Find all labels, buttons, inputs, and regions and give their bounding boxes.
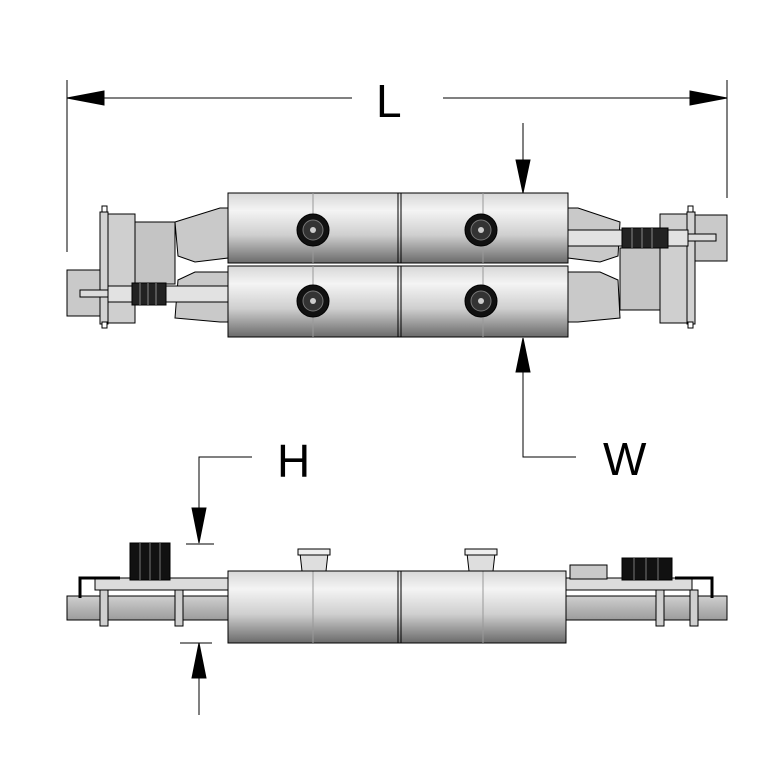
right-flange xyxy=(686,211,696,325)
top-view xyxy=(66,80,728,458)
width-arrow-bottom xyxy=(515,337,531,373)
left-pipe-side xyxy=(78,576,120,598)
width-label: W xyxy=(603,433,647,485)
height-arrow-bottom xyxy=(191,642,207,679)
right-base-duct xyxy=(565,595,728,621)
length-label: L xyxy=(376,75,402,127)
left-base-flange-2 xyxy=(174,589,184,627)
right-burner-coil xyxy=(621,227,669,249)
height-leader xyxy=(198,456,252,508)
height-label: H xyxy=(277,435,311,487)
fan-icon xyxy=(296,213,330,247)
left-burner-rail xyxy=(107,285,229,303)
right-box xyxy=(619,247,661,311)
left-transition-top xyxy=(174,207,229,263)
left-bolt-top xyxy=(101,205,108,213)
right-bolt-bottom xyxy=(687,321,694,329)
left-burner-coil xyxy=(131,282,167,306)
length-arrow-left xyxy=(66,90,105,106)
left-base-duct xyxy=(66,595,229,621)
side-view xyxy=(66,456,728,715)
right-base-flange xyxy=(655,589,665,627)
left-bolt-bottom xyxy=(101,321,108,329)
exhaust-stack-left-cap xyxy=(297,548,331,556)
exhaust-stack-left xyxy=(299,552,329,572)
right-control-box xyxy=(569,564,608,580)
left-pipe xyxy=(79,289,109,298)
left-flange xyxy=(99,211,109,325)
left-base-flange xyxy=(99,589,109,627)
right-motor-pack xyxy=(621,557,673,581)
right-transition-bottom xyxy=(567,271,621,323)
width-arrow-top xyxy=(515,159,531,194)
height-arrow-top xyxy=(191,507,207,544)
left-box xyxy=(134,221,176,285)
fan-icon xyxy=(464,213,498,247)
exhaust-stack-right-cap xyxy=(464,548,498,556)
fan-icon xyxy=(296,284,330,318)
right-pipe-side xyxy=(675,576,714,598)
exhaust-stack-right xyxy=(466,552,496,572)
side-drum-right xyxy=(397,570,567,644)
right-base-flange-2 xyxy=(689,589,699,627)
length-arrow-right xyxy=(689,90,728,106)
left-hood xyxy=(107,213,136,324)
fan-icon xyxy=(464,284,498,318)
right-pipe xyxy=(687,233,717,242)
width-leader xyxy=(522,372,576,458)
right-bolt-top xyxy=(687,205,694,213)
